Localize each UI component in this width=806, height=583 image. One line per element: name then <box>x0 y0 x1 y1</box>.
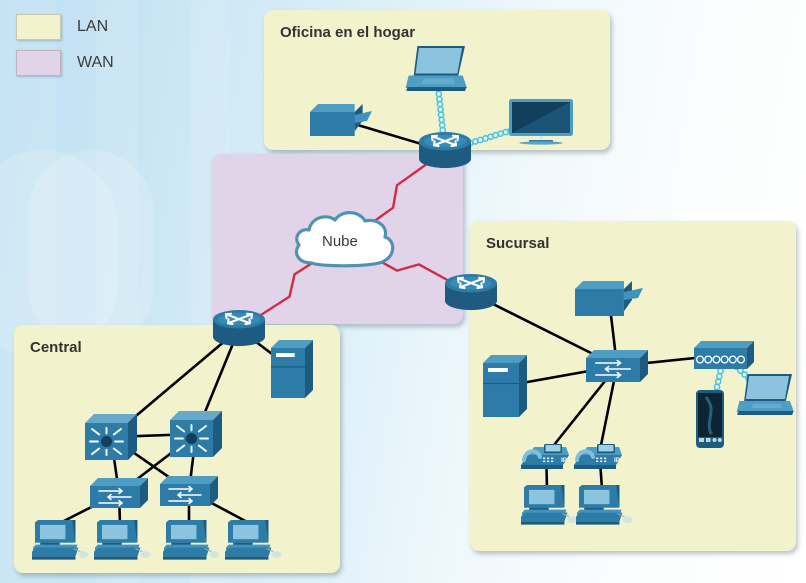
sucursal-ipphone-1[interactable]: IP <box>521 441 571 469</box>
sucursal-router[interactable] <box>443 272 499 314</box>
home-printer[interactable] <box>310 104 372 136</box>
sucursal-pc-1[interactable] <box>521 483 578 527</box>
svg-text:IP: IP <box>614 457 621 464</box>
panel-title-central: Central <box>30 339 82 356</box>
home-tv[interactable] <box>508 98 574 145</box>
legend-item-wan: WAN <box>16 50 114 76</box>
central-mls-right[interactable] <box>170 411 222 457</box>
central-pc-1[interactable] <box>32 518 89 562</box>
central-server[interactable] <box>271 340 313 398</box>
sucursal-pc-2[interactable] <box>576 483 633 527</box>
panel-title-sucursal: Sucursal <box>486 235 550 252</box>
legend-swatch-wan <box>16 50 61 76</box>
sucursal-printer[interactable] <box>575 281 643 316</box>
home-router[interactable] <box>417 130 473 172</box>
sucursal-smartphone[interactable] <box>696 390 724 448</box>
central-pc-3[interactable] <box>163 518 220 562</box>
central-router[interactable] <box>211 308 267 350</box>
central-switch-right[interactable] <box>160 476 218 506</box>
wan-cloud[interactable] <box>290 207 400 277</box>
central-mls-left[interactable] <box>85 414 137 460</box>
wan-cloud-label: Nube <box>322 233 358 250</box>
panel-title-home: Oficina en el hogar <box>280 24 416 41</box>
central-pc-4[interactable] <box>225 518 282 562</box>
sucursal-ipphone-2[interactable]: IP <box>574 441 624 469</box>
legend-swatch-lan <box>16 14 61 40</box>
home-laptop[interactable] <box>405 45 467 91</box>
sucursal-switch[interactable] <box>586 350 648 382</box>
legend-label-lan: LAN <box>77 18 109 35</box>
legend-item-lan: LAN <box>16 14 114 40</box>
legend-label-wan: WAN <box>77 54 114 71</box>
svg-text:IP: IP <box>561 457 568 464</box>
legend: LAN WAN <box>16 14 114 86</box>
central-switch-left[interactable] <box>90 478 148 508</box>
sucursal-laptop[interactable] <box>736 373 794 415</box>
central-pc-2[interactable] <box>94 518 151 562</box>
sucursal-server[interactable] <box>483 355 527 417</box>
sucursal-ap[interactable] <box>694 341 754 369</box>
